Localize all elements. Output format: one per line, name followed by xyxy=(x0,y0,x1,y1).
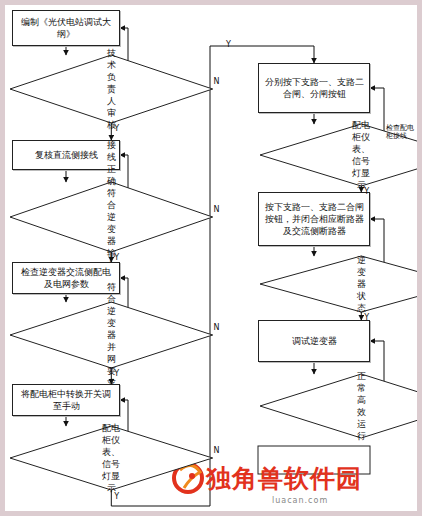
node-text: 技术负责人审核 xyxy=(107,47,116,131)
process-box: 调试逆变器 xyxy=(258,320,370,362)
edge-label: Y xyxy=(364,187,369,197)
node-text: 调试逆变器 xyxy=(292,335,337,347)
edge-label: N xyxy=(214,77,220,87)
process-box: 分别按下支路一、支路二合闸、分闸按钮 xyxy=(258,63,370,113)
process-box: 将配电柜中转换开关调至手动 xyxy=(12,384,120,416)
flow-label: Y xyxy=(226,40,231,50)
watermark: 独角兽软件园 xyxy=(206,462,362,495)
node-text: 检查逆变器交流侧配电及电网参数 xyxy=(18,266,114,290)
flow-arrow xyxy=(314,246,315,256)
decision-diamond: 接线正确符合逆变器输入要求 xyxy=(10,182,213,252)
node-text: 配电柜仪表、信号灯显示 xyxy=(102,422,120,494)
flow-arrow xyxy=(66,46,67,55)
decision-diamond: 正常高效运行 xyxy=(260,374,422,438)
flow-arrow xyxy=(66,170,67,182)
node-text: 编制《光伏电站调试大纲》 xyxy=(18,16,114,40)
edge-label: N xyxy=(214,205,220,215)
watermark-url: luacan.com xyxy=(272,496,328,505)
decision-diamond: 逆变器状态 xyxy=(260,256,422,312)
node-text: 正常高效运行 xyxy=(357,370,366,442)
node-text: 配电柜仪表、信号灯显示 xyxy=(352,119,370,191)
process-box: 按下支路一、支路二合闸按钮，并闭合相应断路器及交流侧断路器 xyxy=(258,192,370,246)
node-text: 按下支路一、支路二合闸按钮，并闭合相应断路器及交流侧断路器 xyxy=(264,201,364,237)
diamond-outline xyxy=(260,256,422,312)
flow-arrow xyxy=(314,362,315,374)
decision-diamond: 符合逆变器并网要求 xyxy=(10,302,213,368)
node-text: 将配电柜中转换开关调至手动 xyxy=(18,388,114,412)
node-text: 逆变器状态 xyxy=(357,254,366,314)
process-box: 检查逆变器交流侧配电及电网参数 xyxy=(12,262,120,294)
flow-arrow xyxy=(361,312,362,320)
flow-arrow xyxy=(66,416,67,426)
edge-label: Y xyxy=(364,313,369,323)
note-text: 检查配电柜接线 xyxy=(386,124,414,140)
diamond-outline xyxy=(260,374,422,438)
flow-arrow xyxy=(314,113,315,124)
process-box: 复核直流侧接线 xyxy=(12,140,120,170)
edge-label: Y xyxy=(114,124,119,134)
edge-label: Y xyxy=(114,253,119,263)
edge-label: Y xyxy=(114,369,119,379)
node-text: 分别按下支路一、支路二合闸、分闸按钮 xyxy=(264,76,364,100)
decision-diamond: 配电柜仪表、信号灯显示 xyxy=(10,426,213,490)
decision-diamond: 技术负责人审核 xyxy=(10,55,213,123)
process-box: 编制《光伏电站调试大纲》 xyxy=(12,10,120,46)
edge-label: Y xyxy=(114,492,119,502)
edge-label: N xyxy=(214,323,220,333)
flow-arrow xyxy=(66,294,67,302)
node-text: 复核直流侧接线 xyxy=(35,149,98,161)
edge-label: N xyxy=(214,446,220,456)
